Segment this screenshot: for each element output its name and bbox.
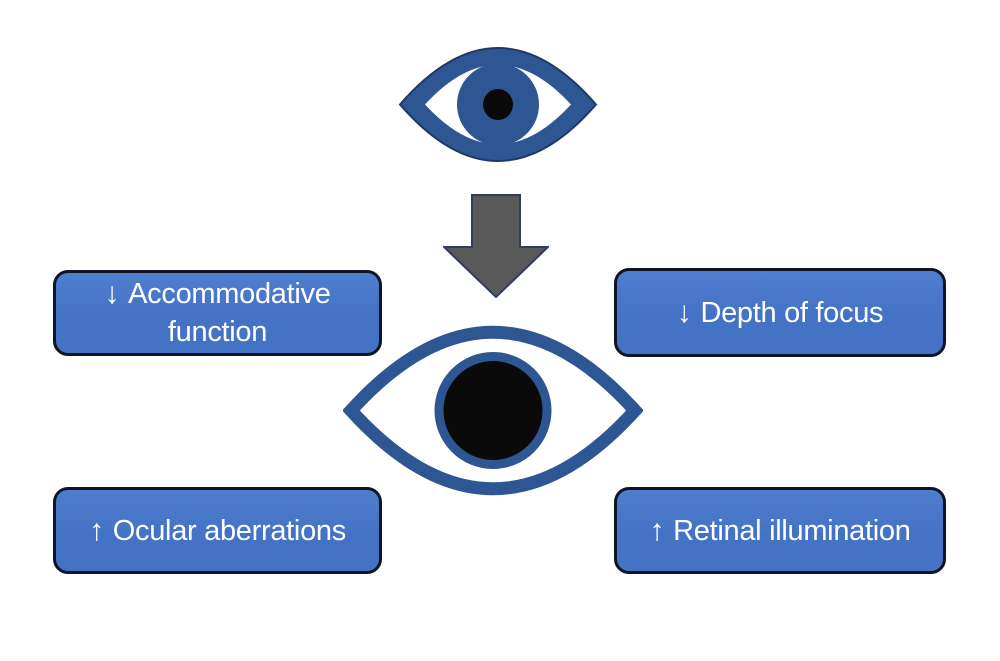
eye-small-pupil-icon (398, 46, 598, 163)
box-label: Ocular aberrations (112, 514, 346, 547)
box-depth-of-focus: ↓Depth of focus (614, 268, 946, 357)
box-retinal-illumination: ↑Retinal illumination (614, 487, 946, 574)
decrease-arrow-glyph: ↓ (676, 295, 692, 329)
down-arrow-icon (443, 194, 549, 298)
decrease-arrow-glyph: ↓ (104, 277, 120, 311)
box-label: Depth of focus (700, 296, 884, 329)
box-ocular-aberrations: ↑Ocular aberrations (53, 487, 382, 574)
increase-arrow-glyph: ↑ (649, 513, 665, 547)
box-label: Retinal illumination (673, 514, 911, 547)
box-label: Accommodative function (128, 278, 331, 348)
eye-dilated-pupil-icon (343, 322, 643, 499)
increase-arrow-glyph: ↑ (89, 513, 104, 547)
box-accommodative-function: ↓Accommodative function (53, 270, 382, 356)
